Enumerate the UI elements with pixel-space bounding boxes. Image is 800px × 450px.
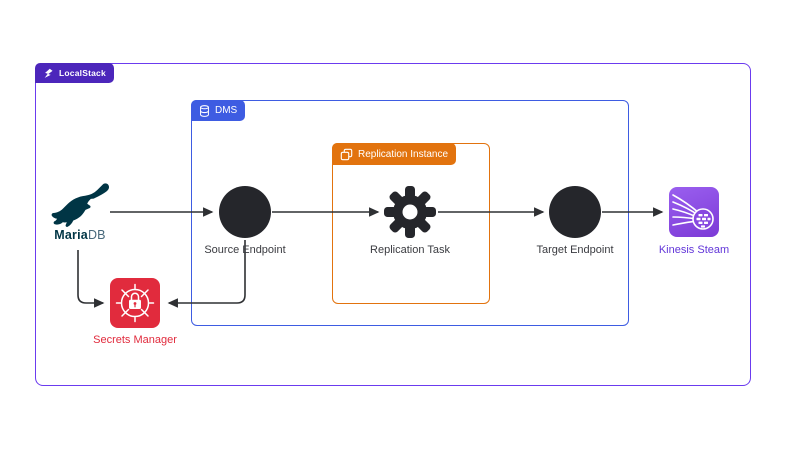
localstack-logo-icon	[44, 68, 53, 78]
mariadb-seal-icon	[51, 183, 109, 227]
localstack-container	[35, 63, 751, 386]
kinesis-stream-label: Kinesis Steam	[658, 244, 730, 256]
replication-instance-badge: Replication Instance	[332, 143, 457, 165]
source-endpoint-node	[219, 186, 271, 238]
replication-task-gear-icon	[384, 186, 436, 238]
secrets-manager-node	[110, 278, 160, 328]
secrets-manager-lock-icon	[115, 283, 155, 323]
localstack-badge: LocalStack	[35, 63, 114, 83]
mariadb-label-rest: DB	[87, 228, 106, 242]
dms-container	[191, 100, 629, 326]
kinesis-streams-icon	[672, 194, 714, 230]
mariadb-label-bold: Maria	[54, 228, 88, 242]
copy-icon	[340, 148, 353, 160]
mariadb-label: MariaDB	[30, 228, 130, 242]
dms-badge-label: DMS	[215, 105, 238, 116]
database-icon	[200, 104, 209, 117]
source-endpoint-label: Source Endpoint	[204, 244, 286, 256]
localstack-badge-label: LocalStack	[59, 68, 106, 78]
kinesis-stream-node	[669, 187, 719, 237]
dms-badge: DMS	[191, 100, 246, 121]
target-endpoint-node	[549, 186, 601, 238]
replication-instance-badge-label: Replication Instance	[358, 148, 449, 160]
target-endpoint-label: Target Endpoint	[536, 244, 614, 256]
secrets-manager-label: Secrets Manager	[93, 334, 177, 346]
replication-task-label: Replication Task	[370, 244, 450, 256]
